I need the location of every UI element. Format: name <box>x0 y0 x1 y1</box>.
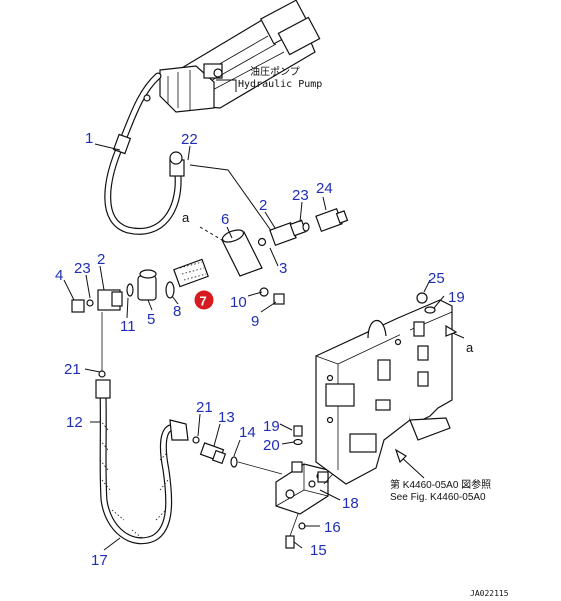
hose-12-17 <box>95 379 189 545</box>
callout-2-upper: 2 <box>259 197 267 214</box>
fitting-group-upper-right <box>189 164 349 247</box>
bolts-19-20 <box>293 425 303 446</box>
callout-7-highlight <box>194 290 214 310</box>
pump-label-en: Hydraulic Pump <box>238 79 322 90</box>
callout-12: 12 <box>66 414 83 431</box>
fitting-group-lower <box>192 436 283 475</box>
callout-9: 9 <box>251 313 259 330</box>
leader-lines <box>63 143 445 551</box>
callout-19-upper: 19 <box>448 289 465 306</box>
callout-25: 25 <box>428 270 445 287</box>
callout-24: 24 <box>316 180 333 197</box>
pump-label-jp: 油圧ポンプ <box>250 65 300 78</box>
reference-note-jp: 第 K4460-05A0 図参照 <box>390 478 491 491</box>
callout-16: 16 <box>324 519 341 536</box>
callout-18: 18 <box>342 495 359 512</box>
callout-17: 17 <box>91 552 108 569</box>
view-marker-a-right: a <box>466 340 474 355</box>
callout-7: 7 <box>200 294 207 309</box>
callout-21-left: 21 <box>64 361 81 378</box>
fitting-group-center <box>71 229 285 313</box>
callout-10: 10 <box>230 294 247 311</box>
callout-4: 4 <box>55 267 63 284</box>
callout-19-lower: 19 <box>263 418 280 435</box>
callout-21-lower: 21 <box>196 399 213 416</box>
hydraulic-pump <box>159 0 321 113</box>
bracket <box>315 299 453 485</box>
reference-leader <box>399 455 425 479</box>
hose-1 <box>104 72 185 235</box>
callout-22: 22 <box>181 131 198 148</box>
callout-5: 5 <box>147 311 155 328</box>
view-a-leader <box>199 226 223 241</box>
pump-label-leader <box>216 79 237 92</box>
nut-washer <box>416 292 436 314</box>
callout-14: 14 <box>239 424 256 441</box>
callout-23-left: 23 <box>74 260 91 277</box>
callout-23-upper: 23 <box>292 187 309 204</box>
drawing-code: JA022115 <box>470 589 509 598</box>
callout-6: 6 <box>221 211 229 228</box>
reference-note-en: See Fig. K4460-05A0 <box>390 492 486 503</box>
callout-2-left: 2 <box>97 251 105 268</box>
callout-8: 8 <box>173 303 181 320</box>
valve-block <box>275 451 353 549</box>
view-marker-a-left: a <box>182 210 190 225</box>
callout-11: 11 <box>120 318 136 335</box>
callout-13: 13 <box>218 409 235 426</box>
callout-15: 15 <box>310 542 327 559</box>
callout-20: 20 <box>263 437 280 454</box>
callout-1: 1 <box>85 130 93 147</box>
callout-3: 3 <box>279 260 287 277</box>
